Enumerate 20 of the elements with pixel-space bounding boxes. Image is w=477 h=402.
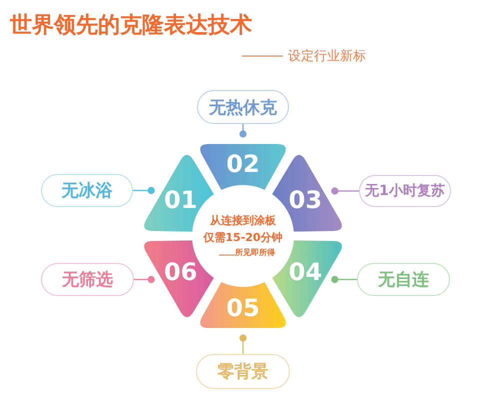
label-pill: 无热休克: [197, 90, 289, 124]
petal-number: 02: [226, 150, 260, 178]
label-pill: 无冰浴: [41, 174, 133, 207]
connector-line: [239, 334, 247, 354]
subtitle: 设定行业新标: [288, 48, 366, 65]
label-pill: 无筛选: [41, 263, 134, 296]
petal-number: 05: [226, 294, 260, 322]
title: 世界领先的克隆表达技术: [10, 12, 252, 40]
label-pill: 无自连: [357, 263, 450, 296]
connector-line: [331, 187, 359, 195]
connector-line: [239, 124, 247, 138]
connector-line: [134, 276, 155, 284]
petal-number: 04: [288, 258, 322, 286]
label-pill: 零背景: [196, 354, 290, 389]
petal-number: 06: [164, 258, 198, 286]
petal-number: 01: [164, 186, 198, 214]
label-pill: 无1小时复苏: [359, 175, 451, 207]
petal-number: 03: [288, 186, 322, 214]
connector-line: [133, 186, 155, 194]
connector-line: [331, 276, 357, 284]
